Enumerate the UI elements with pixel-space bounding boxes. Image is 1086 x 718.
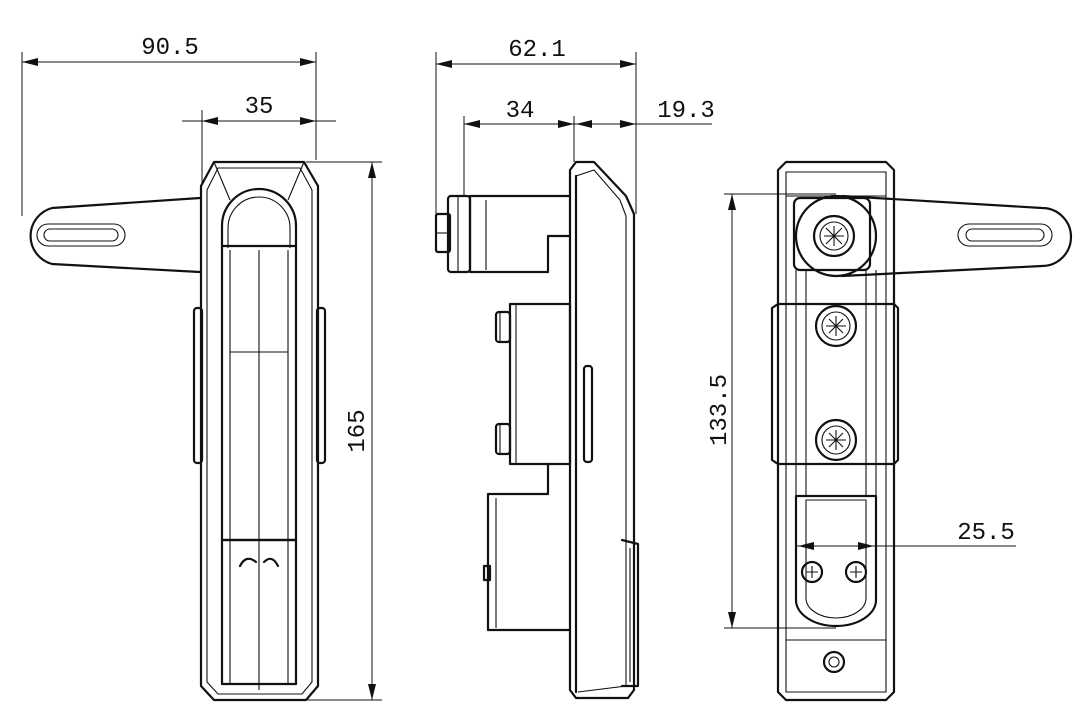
back-lock-screw-right-icon bbox=[844, 560, 868, 584]
back-bolt-top-icon bbox=[812, 214, 856, 258]
side-shaft-nut bbox=[446, 194, 472, 274]
back-square-boss bbox=[792, 196, 872, 272]
back-bottom-screw-icon bbox=[822, 650, 846, 674]
dim-label-front-body-width: 35 bbox=[245, 94, 274, 121]
dim-label-front-width: 90.5 bbox=[141, 35, 199, 62]
back-bolt-middle-icon bbox=[814, 304, 858, 348]
back-lock-screw-left-icon bbox=[800, 560, 824, 584]
back-plate bbox=[776, 160, 896, 702]
back-lock-plate bbox=[794, 494, 878, 628]
back-bolt-lower-icon bbox=[814, 418, 858, 462]
side-dimensions: 62.1 34 19.3 bbox=[435, 37, 715, 214]
side-front-plate bbox=[568, 160, 636, 700]
dim-label-side-depth: 62.1 bbox=[508, 37, 566, 64]
front-handle-lever bbox=[29, 196, 202, 274]
front-lever-slot bbox=[36, 223, 126, 247]
dim-label-side-rear: 34 bbox=[506, 98, 535, 125]
back-handle-lever bbox=[840, 194, 1073, 278]
side-lock-housing bbox=[486, 462, 572, 632]
side-view bbox=[434, 160, 640, 700]
side-middle-block bbox=[508, 302, 572, 466]
back-dimensions: 133.5 25.5 bbox=[707, 193, 1016, 629]
front-dimensions: 90.5 35 165 bbox=[21, 35, 382, 701]
back-view bbox=[770, 160, 1073, 702]
back-clamp-block bbox=[770, 302, 900, 466]
back-lever-hub bbox=[794, 194, 878, 278]
dim-label-front-height: 165 bbox=[345, 409, 372, 452]
back-lever-slot bbox=[957, 223, 1053, 247]
dim-label-back-lock: 25.5 bbox=[957, 520, 1015, 547]
front-arch-recess bbox=[220, 187, 298, 248]
front-body-outer bbox=[199, 160, 320, 702]
dim-label-back-center: 133.5 bbox=[707, 374, 734, 446]
front-view bbox=[29, 160, 327, 702]
side-shaft-housing bbox=[468, 194, 572, 274]
dim-label-side-front: 19.3 bbox=[657, 98, 715, 125]
